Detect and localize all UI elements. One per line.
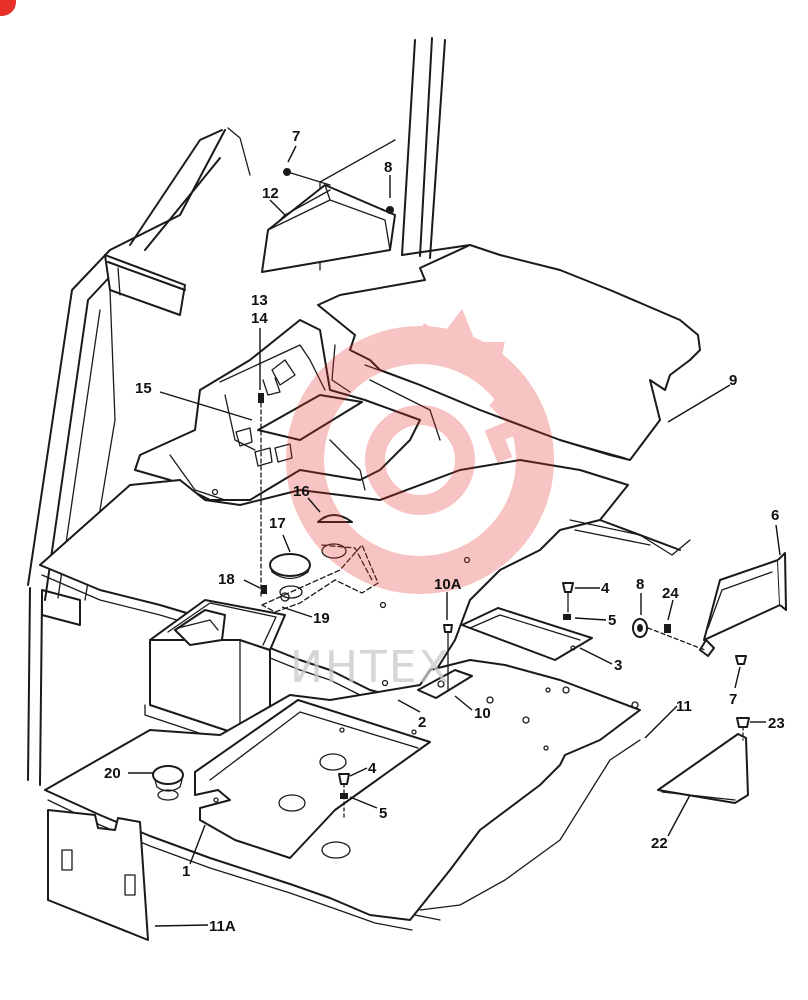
callout-11A: 11A — [209, 918, 236, 935]
callout-7: 7 — [292, 128, 300, 145]
callout-1: 1 — [182, 863, 190, 880]
fastener-8-upper — [386, 206, 394, 214]
bracket-10 — [417, 669, 473, 699]
fastener-7-upper — [283, 168, 331, 186]
plate-3 — [461, 607, 593, 661]
callout-4-lower: 4 — [368, 760, 377, 777]
cap-16 — [317, 514, 353, 523]
plug-20 — [152, 765, 184, 792]
callout-18: 18 — [218, 571, 235, 588]
leader-lines — [128, 145, 781, 927]
callout-12: 12 — [262, 185, 279, 202]
watermark-gear-icon — [286, 326, 554, 594]
washer-8-right — [632, 618, 706, 651]
battery-box — [144, 599, 286, 746]
bolt-23 — [736, 717, 750, 741]
callout-10A: 10A — [434, 576, 462, 593]
bolt-4-lower — [338, 773, 350, 821]
callout-3: 3 — [614, 657, 622, 674]
callout-22: 22 — [651, 835, 668, 852]
callout-14: 14 — [251, 310, 268, 327]
plate-22 — [657, 733, 749, 804]
callout-15: 15 — [135, 380, 152, 397]
callout-17: 17 — [269, 515, 286, 532]
bolt-7-right — [735, 655, 747, 665]
cap-17 — [269, 553, 311, 577]
callout-2: 2 — [418, 714, 426, 731]
bolt-10A — [443, 624, 453, 691]
corner-badge-icon — [0, 0, 16, 16]
callout-11: 11 — [676, 698, 692, 715]
callout-16: 16 — [293, 483, 310, 500]
watermark — [286, 308, 554, 594]
callout-20: 20 — [104, 765, 121, 782]
callout-24: 24 — [662, 585, 679, 602]
nut-5-right — [563, 614, 571, 620]
callout-6: 6 — [771, 507, 779, 524]
callout-10: 10 — [474, 705, 491, 722]
console-housing — [134, 319, 421, 501]
callout-4-right: 4 — [601, 580, 610, 597]
callout-8-right: 8 — [636, 576, 644, 593]
callout-5-right: 5 — [608, 612, 616, 629]
nut-24 — [664, 624, 671, 633]
callout-13: 13 — [251, 292, 268, 309]
watermark-text: ИНТЕХ — [290, 642, 451, 693]
callout-19: 19 — [313, 610, 330, 627]
cab-frame — [27, 37, 471, 786]
fastener-18 — [261, 585, 267, 594]
shield-12 — [261, 184, 396, 273]
side-bracket-6 — [699, 552, 787, 657]
callout-8: 8 — [384, 159, 392, 176]
cover-plate-15 — [257, 394, 363, 441]
fastener-13-14 — [258, 393, 264, 599]
bolt-4-right — [562, 582, 574, 613]
callout-5-lower: 5 — [379, 805, 387, 822]
callout-7-right: 7 — [729, 691, 737, 708]
floor-mat-1 — [194, 699, 431, 859]
callout-23: 23 — [768, 715, 785, 732]
cover-panel-11A — [47, 809, 149, 941]
callout-9: 9 — [729, 372, 737, 389]
callout-labels: 7 8 12 13 14 15 9 16 17 18 19 10A 4 5 8 … — [104, 128, 785, 935]
